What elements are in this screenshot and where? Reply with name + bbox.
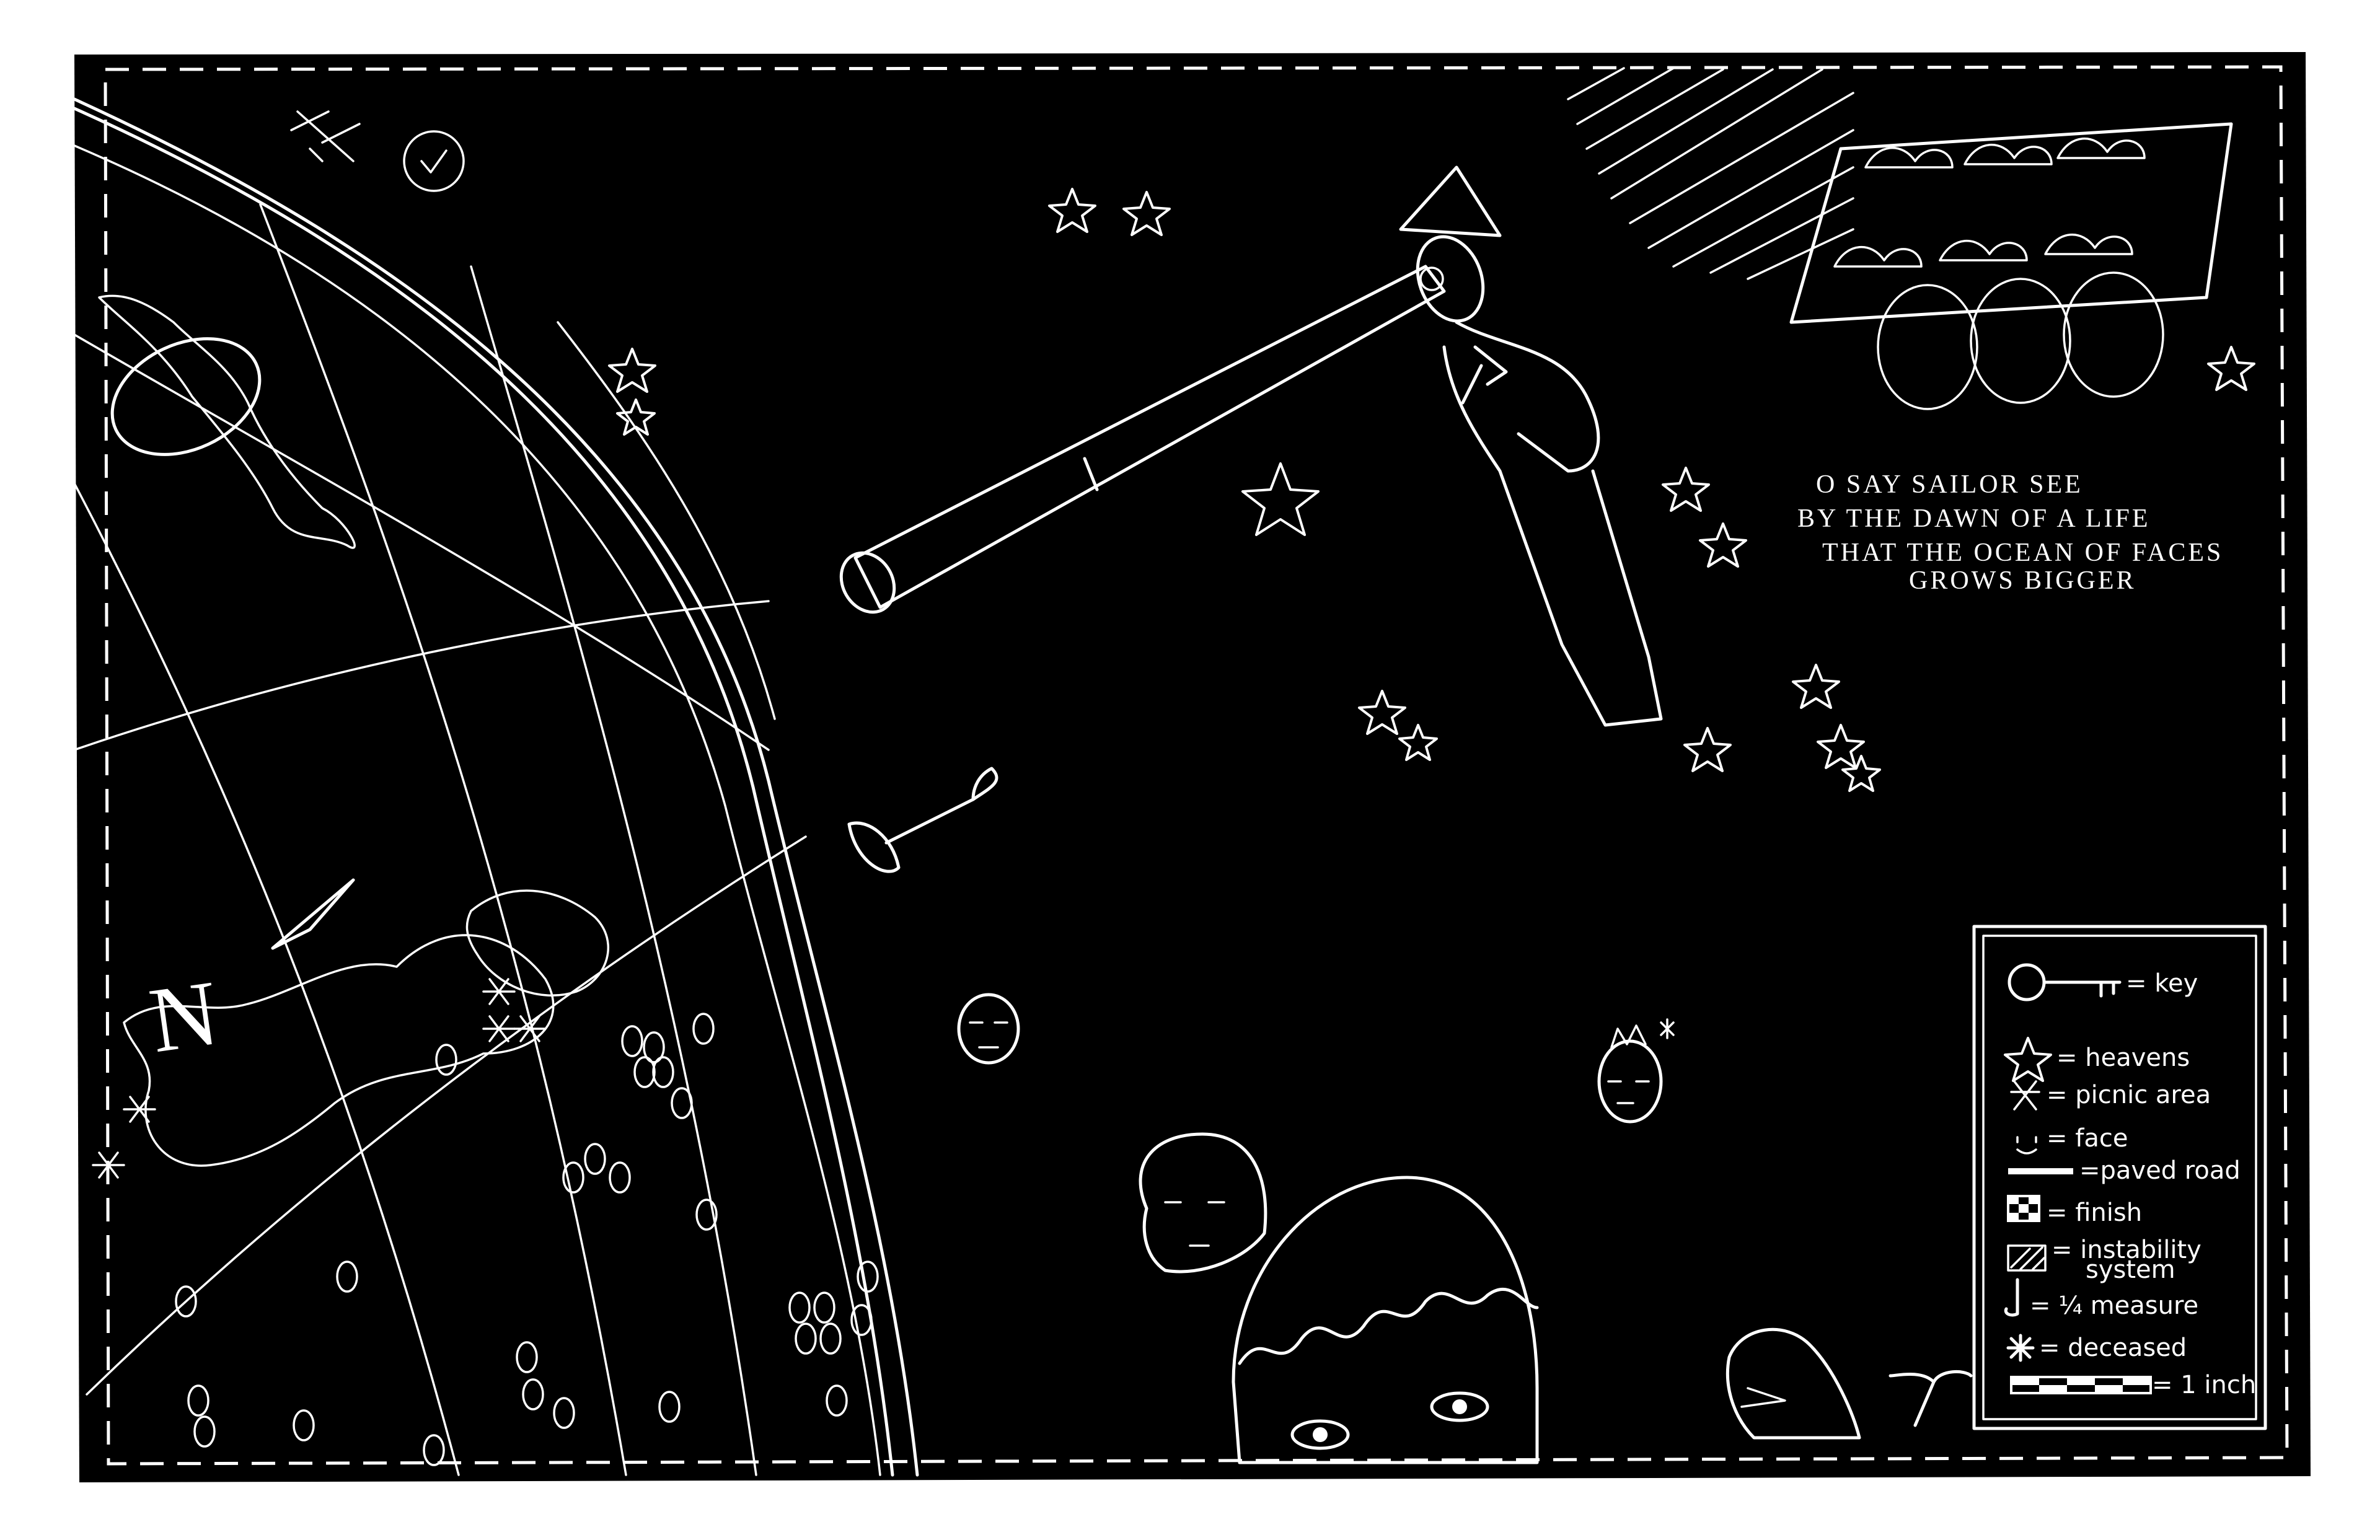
satellite-disc [110,337,262,456]
biplane-icon [290,110,361,162]
map-panel [74,52,2311,1482]
verse-line-4: GROWS BIGGER [1909,566,2136,595]
legend-face-label: = face [2047,1124,2128,1153]
check-circle [403,130,465,192]
face-ovals [175,1013,879,1466]
floating-faces [957,993,1675,1464]
verse-line-3: THAT THE OCEAN OF FACES [1822,539,2223,567]
checkered-flag-icon [2007,1195,2040,1222]
legend-instability-label-2: system [2086,1256,2175,1284]
legend-picnic-label: = picnic area [2047,1081,2211,1109]
scale-bar-icon [2010,1376,2152,1394]
face-icon [2016,1136,2037,1155]
sailor-figure [839,165,1663,727]
heavens-stars [608,188,2255,792]
legend-key-label: = key [2126,969,2198,998]
legend-finish-label: = finish [2047,1199,2142,1227]
instability-system-diagram [1789,122,2233,410]
legend: = key = heavens = picnic area = face =pa… [1972,925,2267,1430]
verse-line-1: O SAY SAILOR SEE [1816,470,2083,499]
dashed-border [104,65,2289,1466]
whale-icon [1726,1327,1973,1440]
globe: N [73,97,919,1477]
picnic-icon [2010,1080,2040,1111]
hatched-box-icon [2007,1244,2047,1272]
picnic-marks [92,978,547,1179]
hatched-corner [1567,67,1854,280]
legend-heavens-label: = heavens [2056,1044,2190,1072]
legend-measure-label: = ¼ measure [2030,1291,2198,1320]
verse: O SAY SAILOR SEE BY THE DAWN OF A LIFE T… [1797,470,2223,595]
asterisk-icon [2006,1334,2035,1362]
legend-instability-label: = instability [2052,1236,2202,1264]
lamp-icon [847,767,998,873]
legend-road-label: =paved road [2079,1156,2241,1185]
key-icon [2008,963,2122,1001]
legend-scale-label: = 1 inch [2152,1371,2256,1399]
legend-deceased-label: = deceased [2039,1334,2187,1362]
verse-line-2: BY THE DAWN OF A LIFE [1797,504,2150,533]
music-note-icon [2004,1278,2019,1317]
star-icon [2004,1037,2052,1082]
compass-north-label: N [144,961,224,1072]
